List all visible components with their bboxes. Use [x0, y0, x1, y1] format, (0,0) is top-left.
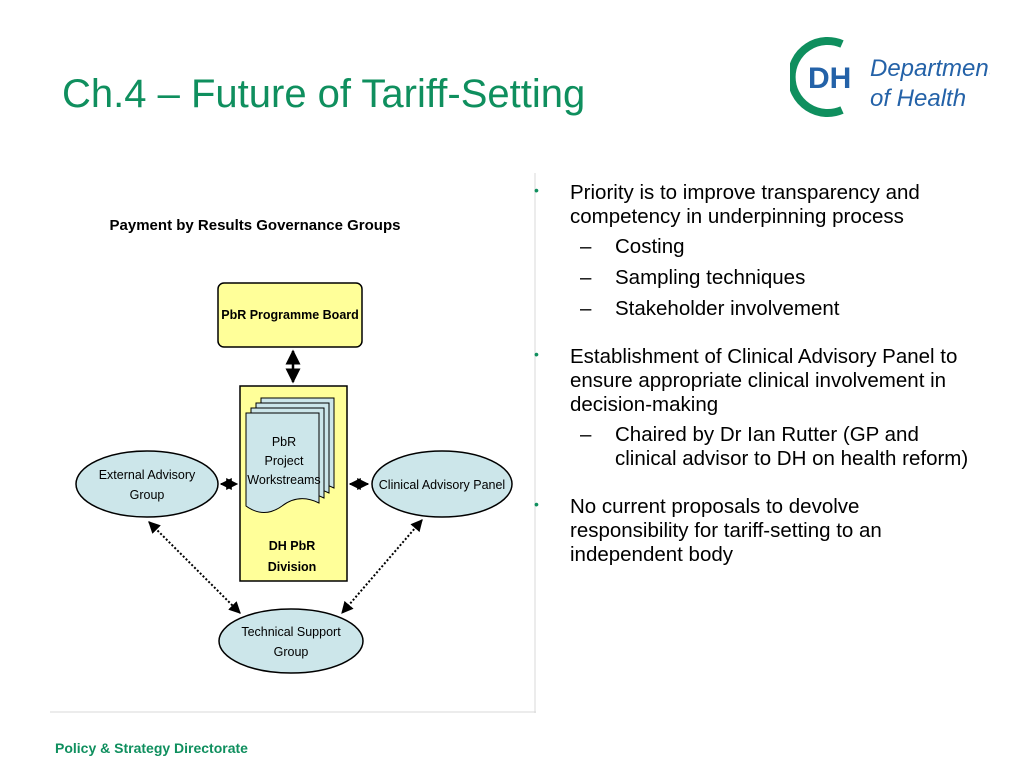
node-workstreams-label-line2: Project	[265, 454, 304, 468]
bullet-dot-icon: •	[534, 182, 539, 198]
dash-icon: –	[580, 423, 592, 446]
department-of-health-logo: DH Department of Health	[790, 37, 990, 117]
connector-clinical-technical	[341, 519, 423, 614]
dash-icon: –	[580, 297, 592, 320]
slide-title: Ch.4 – Future of Tariff-Setting	[62, 72, 586, 116]
sub-item: – Stakeholder involvement	[570, 297, 972, 321]
sub-item-text: Stakeholder involvement	[615, 297, 840, 320]
bullet-item: • No current proposals to devolve respon…	[532, 495, 972, 567]
node-division-label-line2: Division	[268, 560, 317, 574]
sub-item: – Sampling techniques	[570, 266, 972, 290]
node-external-advisory-label-line2: Group	[130, 488, 165, 502]
bullet-item: • Establishment of Clinical Advisory Pan…	[532, 345, 972, 471]
logo-line2: of Health	[870, 85, 966, 112]
connector-external-technical	[148, 521, 241, 614]
node-technical-support	[218, 608, 364, 674]
node-division-label-line1: DH PbR	[269, 539, 316, 553]
node-clinical-advisory-label: Clinical Advisory Panel	[379, 478, 505, 492]
node-programme-board	[217, 282, 363, 348]
node-external-advisory	[75, 450, 219, 518]
footer-directorate: Policy & Strategy Directorate	[55, 740, 248, 756]
bullet-dot-icon: •	[534, 346, 539, 362]
sub-item: – Costing	[570, 235, 972, 259]
node-technical-support-label-line2: Group	[274, 645, 309, 659]
node-programme-board-label: PbR Programme Board	[221, 308, 359, 322]
sub-item-text: Chaired by Dr Ian Rutter (GP and clinica…	[615, 423, 969, 470]
node-workstreams-label-line3: Workstreams	[247, 473, 320, 487]
node-workstreams	[245, 397, 335, 513]
dash-icon: –	[580, 266, 592, 289]
diagram-title: Payment by Results Governance Groups	[110, 217, 401, 234]
sub-list: – Costing – Sampling techniques – Stakeh…	[570, 235, 972, 321]
node-workstreams-label-line1: PbR	[272, 435, 296, 449]
dash-icon: –	[580, 235, 592, 258]
sub-item-text: Sampling techniques	[615, 266, 806, 289]
governance-diagram: Payment by Results Governance Groups PbR…	[50, 173, 536, 713]
bullet-text: No current proposals to devolve responsi…	[570, 495, 882, 566]
sub-list: – Chaired by Dr Ian Rutter (GP and clini…	[570, 423, 972, 471]
node-technical-support-label-line1: Technical Support	[241, 625, 341, 639]
bullet-text: Establishment of Clinical Advisory Panel…	[570, 345, 958, 416]
logo-line1: Department	[870, 55, 990, 82]
node-clinical-advisory	[371, 450, 513, 518]
node-external-advisory-label-line1: External Advisory	[99, 468, 196, 482]
bullet-text: Priority is to improve transparency and …	[570, 181, 920, 228]
logo-mark: DH	[808, 62, 851, 95]
bullet-item: • Priority is to improve transparency an…	[532, 181, 972, 321]
bullet-list: • Priority is to improve transparency an…	[532, 181, 972, 591]
sub-item-text: Costing	[615, 235, 685, 258]
logo-swoosh-icon	[790, 37, 844, 117]
sub-item: – Chaired by Dr Ian Rutter (GP and clini…	[570, 423, 972, 471]
bullet-dot-icon: •	[534, 496, 539, 512]
